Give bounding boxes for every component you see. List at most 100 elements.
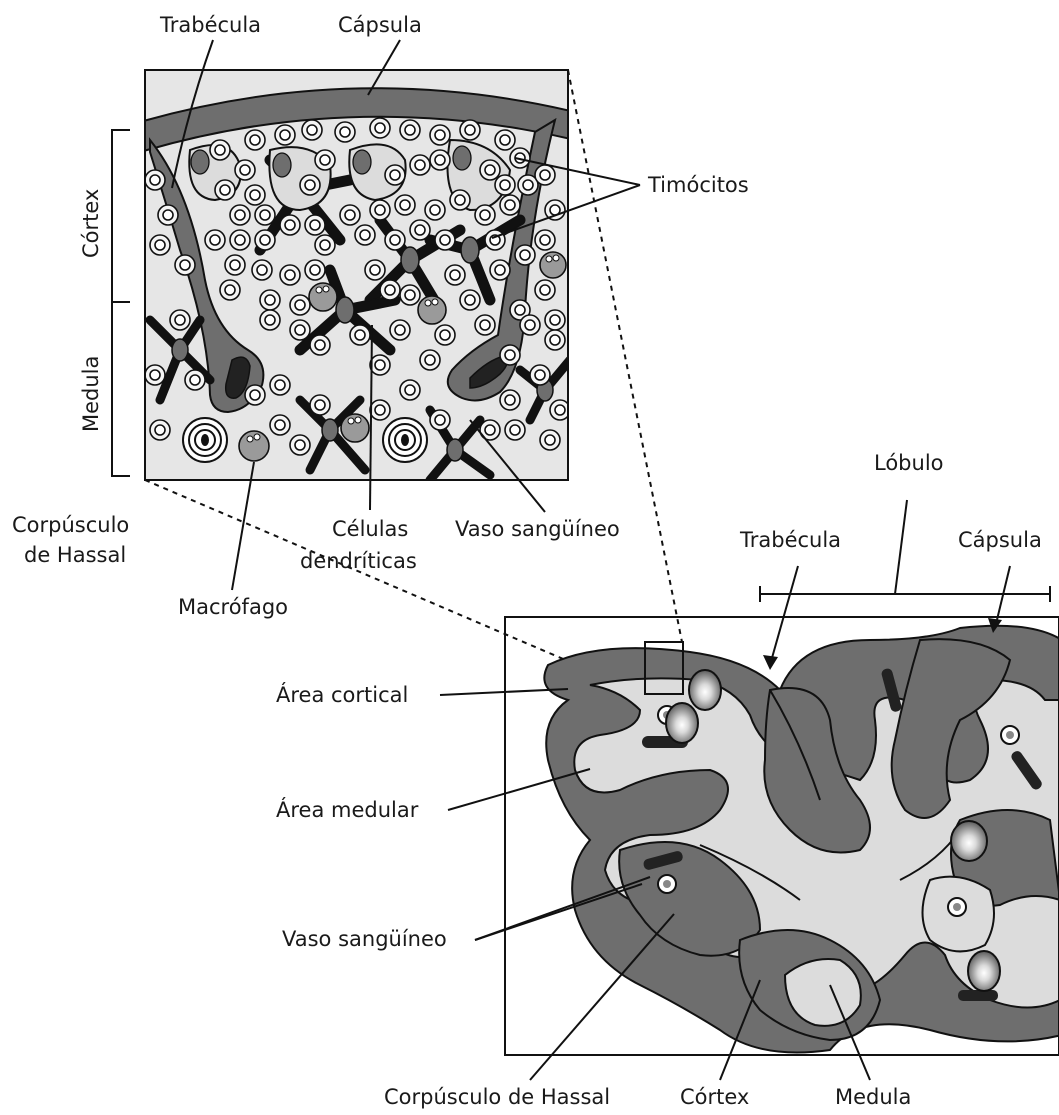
label-cortex-vertical: Córtex (79, 189, 103, 258)
thymocyte-nucleus (180, 260, 190, 270)
thymocyte-nucleus (163, 210, 173, 220)
thymocyte-nucleus (430, 205, 440, 215)
label-inset-capsula: Cápsula (338, 13, 422, 37)
thymocyte-nucleus (390, 235, 400, 245)
thymocyte-nucleus (375, 123, 385, 133)
thymocyte-nucleus (250, 390, 260, 400)
label-celulas-line1: Células (332, 517, 408, 541)
thymocyte-nucleus (320, 240, 330, 250)
thymocyte-nucleus (295, 300, 305, 310)
inset-panel (112, 70, 575, 480)
thymocyte-nucleus (505, 200, 515, 210)
thymocyte-nucleus (520, 250, 530, 260)
thymocyte-nucleus (523, 180, 533, 190)
label-area-medular: Área medular (276, 797, 419, 822)
thymocyte-nucleus (210, 235, 220, 245)
label-overview-trabecula: Trabécula (739, 528, 841, 552)
thymocyte-nucleus (385, 285, 395, 295)
thymocyte-nucleus (415, 225, 425, 235)
thymocyte-nucleus (390, 170, 400, 180)
thymocyte-nucleus (400, 200, 410, 210)
thymocyte-nucleus (220, 185, 230, 195)
thymocyte-nucleus (240, 165, 250, 175)
label-overview-corpusculo: Corpúsculo de Hassal (384, 1085, 610, 1109)
label-timocitos: Timócitos (647, 173, 749, 197)
thymocyte-nucleus (485, 165, 495, 175)
thymocyte-nucleus (435, 415, 445, 425)
label-inset-trabecula: Trabécula (159, 13, 261, 37)
thymocyte-nucleus (360, 230, 370, 240)
thymocyte-nucleus (235, 210, 245, 220)
thymocyte-nucleus (480, 210, 490, 220)
thymocyte-nucleus (465, 295, 475, 305)
thymocyte-nucleus (250, 135, 260, 145)
thymocyte-nucleus (355, 330, 365, 340)
thymocyte-nucleus (305, 180, 315, 190)
thymocyte-nucleus (310, 220, 320, 230)
label-lobulo: Lóbulo (874, 451, 944, 475)
label-corpusculo-line2: de Hassal (24, 543, 126, 567)
label-celulas-line2: dendríticas (300, 549, 417, 573)
thymocyte-nucleus (260, 235, 270, 245)
thymocyte-nucleus (340, 127, 350, 137)
label-overview-cortex: Córtex (680, 1085, 749, 1109)
thymocyte-nucleus (510, 425, 520, 435)
thymocyte-nucleus (435, 130, 445, 140)
thymocyte-nucleus (525, 320, 535, 330)
thymocyte-nucleus (285, 220, 295, 230)
thymocyte-nucleus (455, 195, 465, 205)
thymocyte-nucleus (405, 125, 415, 135)
thymocyte-nucleus (315, 400, 325, 410)
thymocyte-nucleus (505, 395, 515, 405)
thymocyte-nucleus (235, 235, 245, 245)
thymocyte-nucleus (175, 315, 185, 325)
thymocyte-nucleus (275, 380, 285, 390)
thymocyte-nucleus (265, 315, 275, 325)
thymocyte-nucleus (405, 385, 415, 395)
thymocyte-nucleus (555, 405, 565, 415)
label-area-cortical: Área cortical (276, 682, 408, 707)
thymocyte-nucleus (150, 175, 160, 185)
thymocyte-nucleus (375, 360, 385, 370)
thymocyte-nucleus (345, 210, 355, 220)
thymocyte-nucleus (540, 285, 550, 295)
label-overview-vaso: Vaso sangüíneo (282, 927, 447, 951)
thymocyte-nucleus (375, 205, 385, 215)
thymocyte-nucleus (540, 170, 550, 180)
thymocyte-nucleus (320, 155, 330, 165)
thymocyte-nucleus (275, 420, 285, 430)
label-medula-vertical: Medula (79, 356, 103, 432)
thymocyte-nucleus (440, 330, 450, 340)
thymocyte-nucleus (295, 325, 305, 335)
cortex-bracket (112, 130, 130, 302)
thymocyte-nucleus (485, 425, 495, 435)
thymocyte-nucleus (260, 210, 270, 220)
thymocyte-nucleus (190, 375, 200, 385)
thymocyte-nucleus (550, 315, 560, 325)
medula-bracket (112, 302, 130, 476)
thymocyte-nucleus (480, 320, 490, 330)
thymocyte-nucleus (505, 350, 515, 360)
thymocyte-nucleus (257, 265, 267, 275)
thymocyte-nucleus (450, 270, 460, 280)
thymocyte-nucleus (395, 325, 405, 335)
thymocyte-nucleus (295, 440, 305, 450)
thymocyte-nucleus (155, 240, 165, 250)
thymocyte-nucleus (285, 270, 295, 280)
thymocyte-nucleus (435, 155, 445, 165)
thymocyte-nucleus (405, 290, 415, 300)
thymocyte-nucleus (280, 130, 290, 140)
thymocyte-nucleus (250, 190, 260, 200)
thymocyte-nucleus (225, 285, 235, 295)
thymocyte-nucleus (415, 160, 425, 170)
label-corpusculo-line1: Corpúsculo (12, 513, 129, 537)
thymocyte-nucleus (315, 340, 325, 350)
label-macrofago: Macrófago (178, 595, 288, 619)
label-overview-capsula: Cápsula (958, 528, 1042, 552)
thymocyte-nucleus (310, 265, 320, 275)
thymocyte-nucleus (540, 235, 550, 245)
thymocyte-nucleus (465, 125, 475, 135)
thymocyte-nucleus (425, 355, 435, 365)
label-inset-vaso: Vaso sangüíneo (455, 517, 620, 541)
